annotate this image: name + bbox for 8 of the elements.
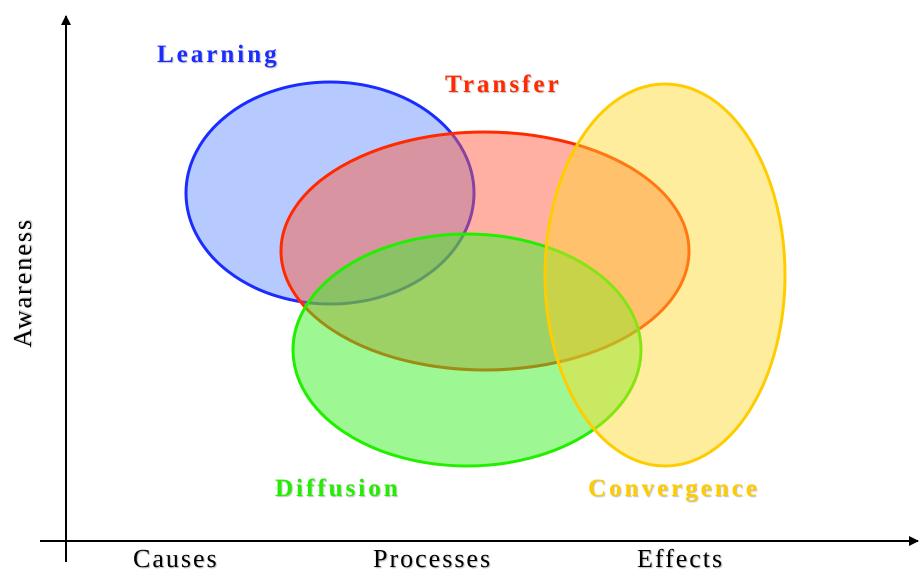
axis-category-label: Causes [133,546,219,572]
set-label: Transfer [445,72,562,97]
set-label: Convergence [588,476,760,501]
axis-title: Awareness [10,218,36,348]
axis-category-label: Processes [373,546,492,572]
set-label: Learning [157,42,280,67]
axis-category-label: Effects [637,546,724,572]
set-label: Diffusion [275,476,401,501]
